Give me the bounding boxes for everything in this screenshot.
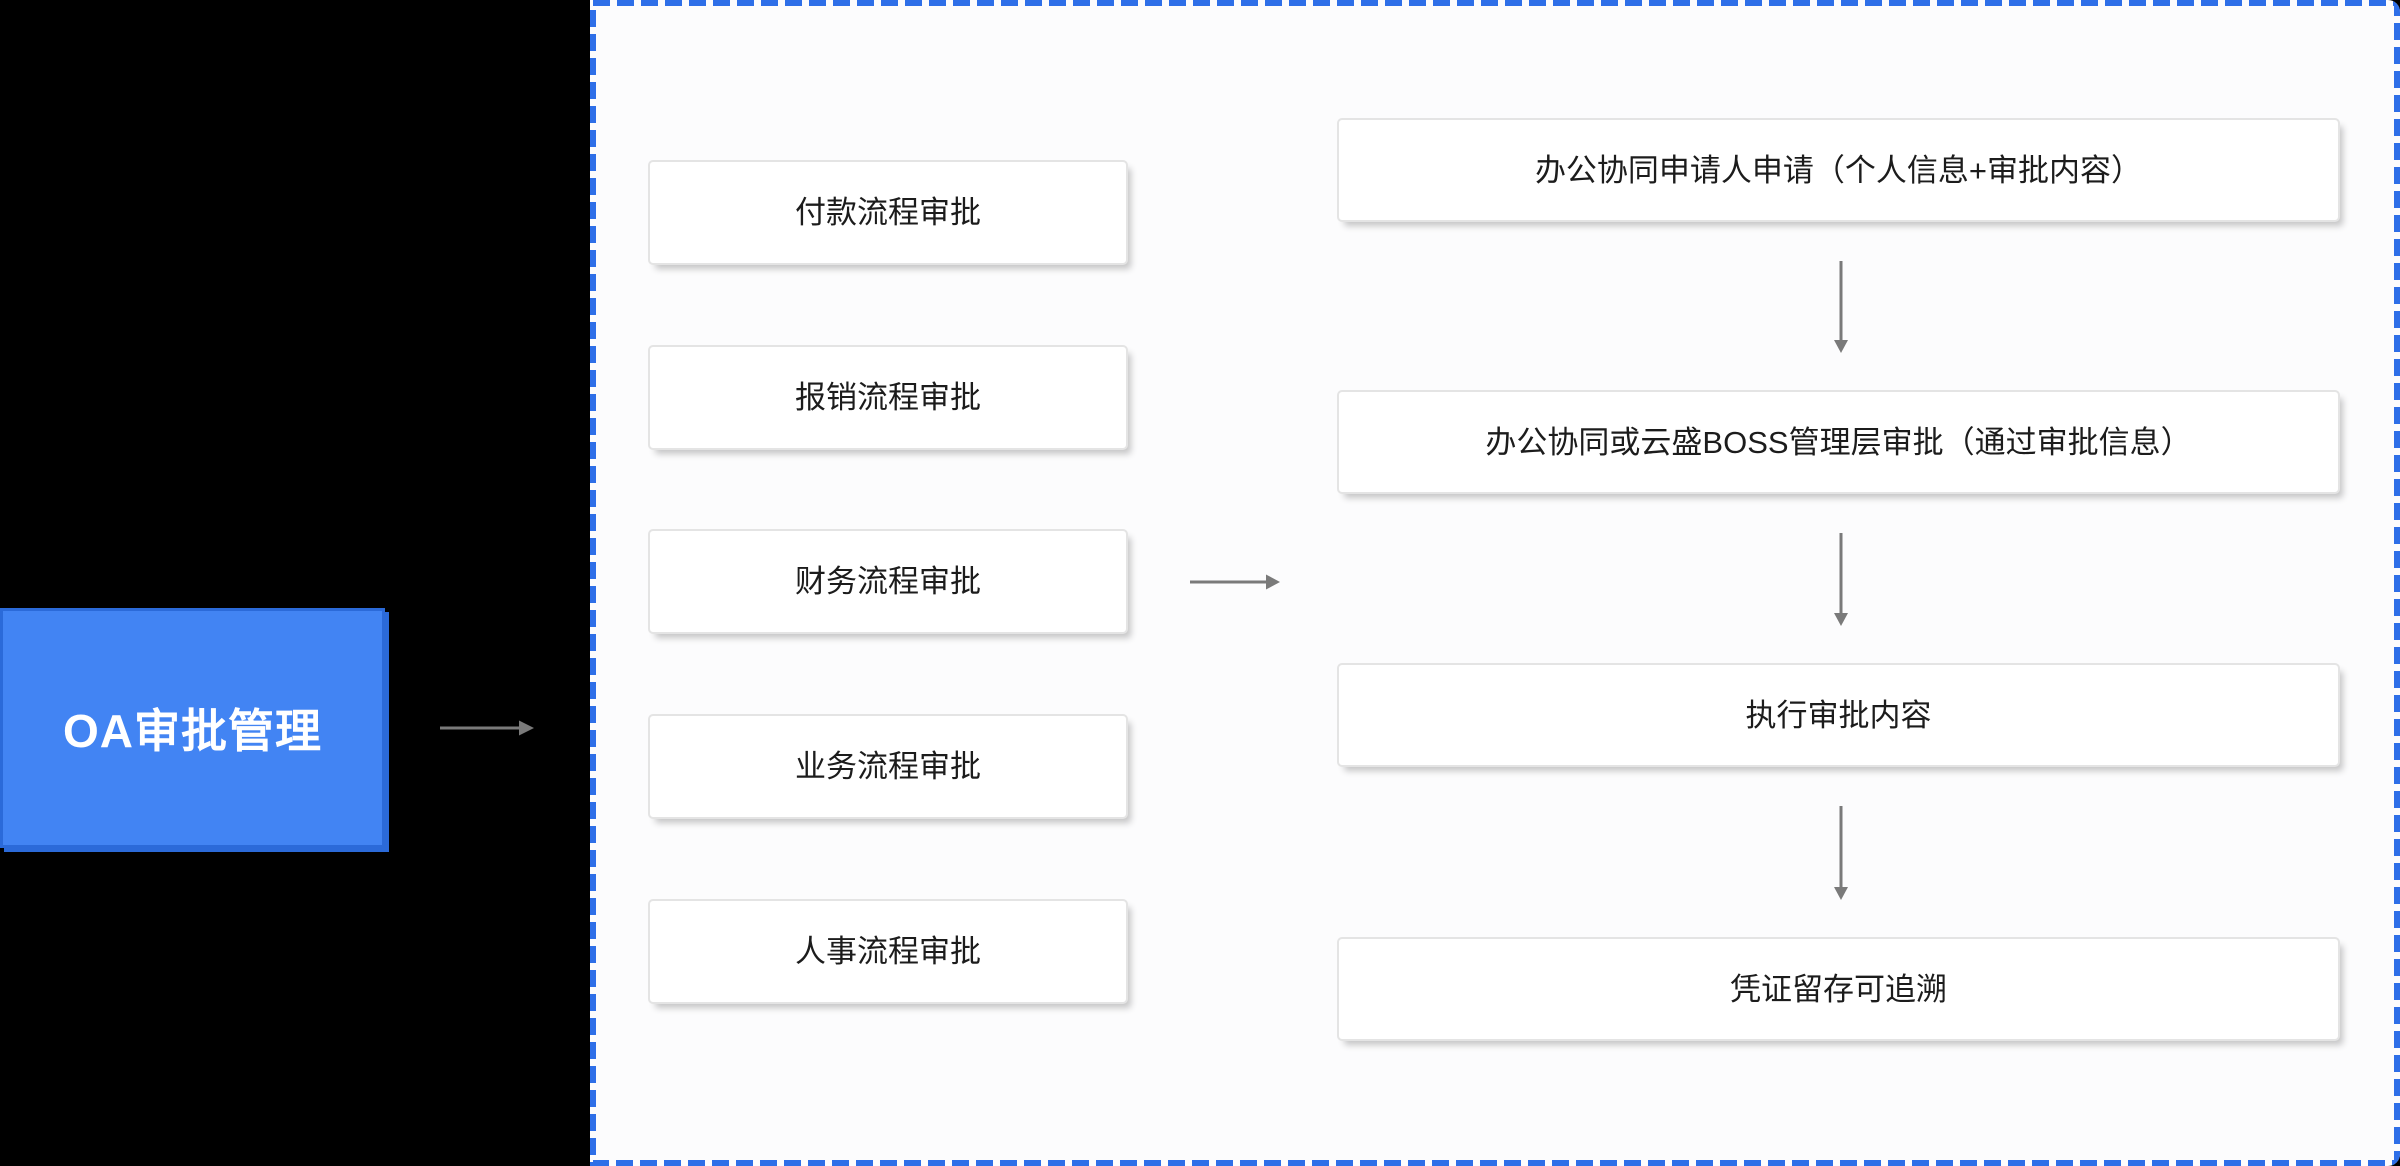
node-oa-approval-management: OA审批管理 [0,608,385,848]
node-label: 人事流程审批 [795,934,981,969]
flow-panel: 付款流程审批 报销流程审批 财务流程审批 业务流程审批 人事流程审批 办公协同申… [590,0,2400,1166]
node-execute-approval: 执行审批内容 [1337,663,2340,767]
node-business-process: 业务流程审批 [648,714,1128,819]
node-voucher-traceable: 凭证留存可追溯 [1337,937,2340,1041]
arrow-step2-to-step3-icon [1829,533,1853,626]
arrow-step1-to-step2-icon [1829,261,1853,353]
node-hr-process: 人事流程审批 [648,899,1128,1004]
node-label: 办公协同申请人申请（个人信息+审批内容） [1534,152,2143,188]
arrow-root-to-panel-icon [440,716,534,740]
node-label: 凭证留存可追溯 [1730,971,1947,1007]
node-oa-approval-label: OA审批管理 [63,705,322,757]
node-label: 办公协同或云盛BOSS管理层审批（通过审批信息） [1485,424,2192,460]
node-finance-process: 财务流程审批 [648,529,1128,634]
node-label: 报销流程审批 [795,380,981,415]
arrow-step3-to-step4-icon [1829,806,1853,900]
node-applicant-request: 办公协同申请人申请（个人信息+审批内容） [1337,118,2340,222]
node-management-approval: 办公协同或云盛BOSS管理层审批（通过审批信息） [1337,390,2340,494]
node-payment-process: 付款流程审批 [648,160,1128,265]
arrow-processes-to-flow-icon [1190,570,1280,594]
node-label: 财务流程审批 [795,564,981,599]
node-label: 付款流程审批 [795,195,981,230]
node-label: 业务流程审批 [795,749,981,784]
node-label: 执行审批内容 [1745,697,1932,733]
node-reimbursement-process: 报销流程审批 [648,345,1128,450]
